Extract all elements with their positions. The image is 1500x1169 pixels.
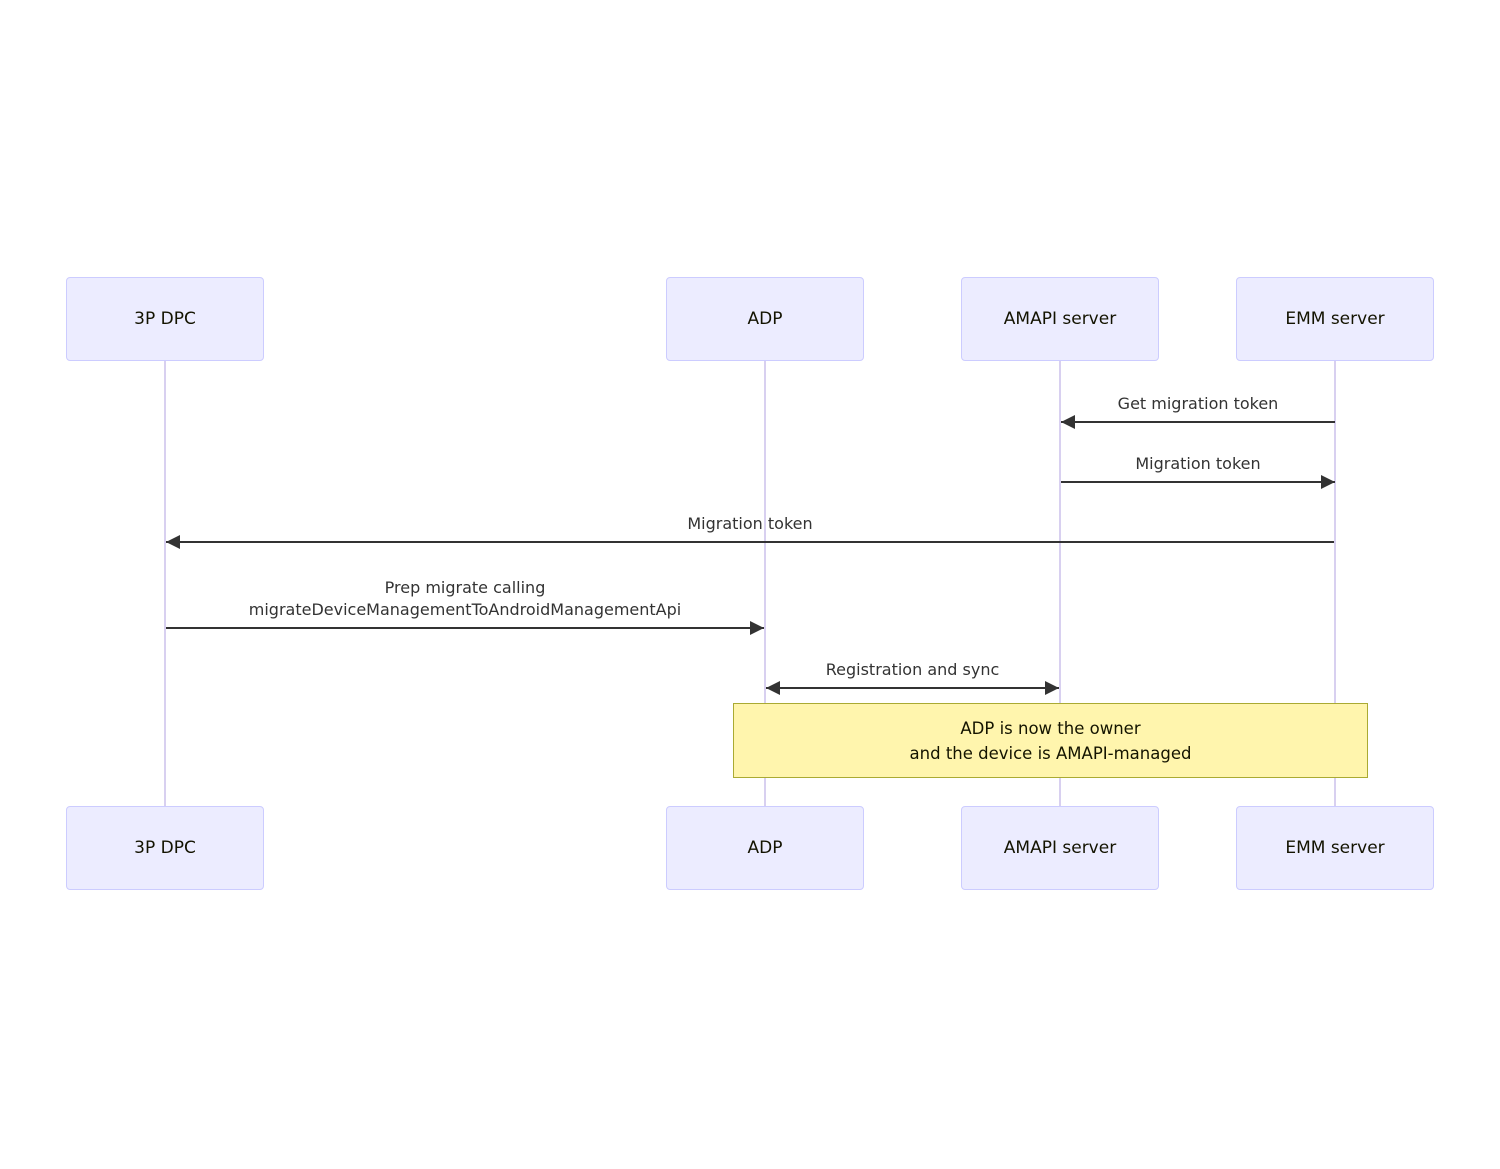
actor-label: ADP [747,309,783,329]
actor-label: AMAPI server [1003,309,1117,329]
message-migration-token-to-emm: Migration token [1061,451,1335,489]
actor-label: 3P DPC [134,838,196,858]
message-line [166,627,764,629]
arrowhead-left-icon [166,535,180,549]
arrowhead-left-icon [1061,415,1075,429]
actor-label: 3P DPC [134,309,196,329]
message-label: Prep migrate calling migrateDeviceManage… [166,577,764,621]
note-line2: and the device is AMAPI-managed [909,743,1192,763]
message-line [1061,481,1335,483]
actor-amapi-server-bottom: AMAPI server [961,806,1159,890]
message-migration-token-to-3p-dpc: Migration token [166,511,1334,549]
message-line [166,541,1334,543]
actor-emm-server-bottom: EMM server [1236,806,1434,890]
actor-label: AMAPI server [1003,838,1117,858]
arrowhead-right-icon [1045,681,1059,695]
actor-label: EMM server [1285,838,1385,858]
message-label: Registration and sync [825,660,1000,679]
message-line [1061,421,1335,423]
lifeline-emm-server [1334,361,1336,806]
lifeline-amapi-server [1059,361,1061,806]
note-adp-owner: ADP is now the owner and the device is A… [733,703,1368,778]
message-prep-migrate: Prep migrate calling migrateDeviceManage… [166,571,764,635]
actor-adp-bottom: ADP [666,806,864,890]
message-get-migration-token: Get migration token [1061,391,1335,429]
arrowhead-right-icon [1321,475,1335,489]
actor-label: EMM server [1285,309,1385,329]
actor-adp-top: ADP [666,277,864,361]
lifeline-adp [764,361,766,806]
note-line1: ADP is now the owner [960,718,1141,738]
arrowhead-right-icon [750,621,764,635]
actor-emm-server-top: EMM server [1236,277,1434,361]
message-label-line1: Prep migrate calling [384,578,546,597]
message-label: Migration token [687,514,813,533]
arrowhead-left-icon [766,681,780,695]
message-label-line2: migrateDeviceManagementToAndroidManageme… [248,600,682,619]
message-line [766,687,1059,689]
message-label: Get migration token [1117,394,1279,413]
actor-3p-dpc-bottom: 3P DPC [66,806,264,890]
actor-amapi-server-top: AMAPI server [961,277,1159,361]
message-label: Migration token [1135,454,1261,473]
message-registration-and-sync: Registration and sync [766,657,1059,695]
lifeline-3p-dpc [164,361,166,806]
actor-3p-dpc-top: 3P DPC [66,277,264,361]
actor-label: ADP [747,838,783,858]
